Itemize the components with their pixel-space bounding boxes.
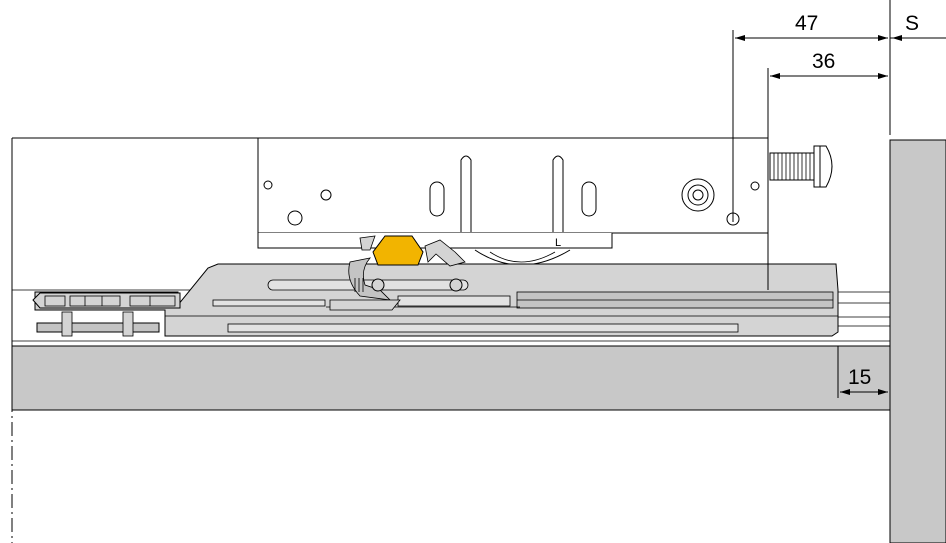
left-mark: L (555, 237, 561, 249)
yellow-damper (372, 235, 424, 266)
catch-pin (371, 278, 385, 292)
catch-pin (449, 278, 463, 292)
plate-hole (263, 180, 273, 190)
bracket-screw (122, 311, 134, 337)
dim-36-label: 36 (812, 50, 835, 73)
side-screw (769, 145, 833, 188)
wheel-inner (489, 251, 556, 263)
dim-15-label: 15 (848, 366, 871, 389)
bottom-panel (11, 345, 891, 411)
runner-slot (397, 295, 511, 307)
lever (460, 155, 472, 232)
catch-ribs (354, 278, 364, 292)
slot (429, 181, 445, 217)
slot (581, 181, 597, 217)
runner-slot (212, 299, 326, 307)
catch-lever (329, 299, 401, 311)
bracket-screw (61, 311, 73, 337)
wheel (474, 249, 571, 266)
plate-hole (320, 189, 332, 201)
runner-bottom-slot (227, 323, 739, 333)
front-bracket (32, 292, 181, 309)
dim-s-label: S (905, 12, 919, 35)
adjust-screw-center (692, 189, 704, 201)
plate-hole (750, 181, 760, 191)
damper-clip (359, 235, 376, 251)
mounting-plate (257, 137, 769, 234)
side-panel (889, 139, 946, 543)
bracket-plate (36, 322, 160, 333)
dim-47-label: 47 (795, 12, 818, 35)
lever (552, 155, 564, 232)
catch-hook (424, 239, 466, 267)
plate-hole (287, 210, 303, 226)
